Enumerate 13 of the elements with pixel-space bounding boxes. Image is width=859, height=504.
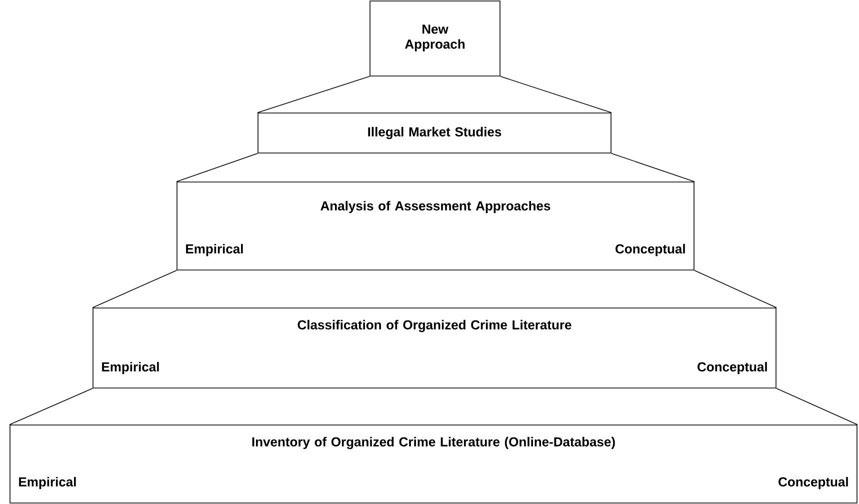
step-box: Analysis of Assessment Approaches Empirical Conceptual [176, 182, 694, 270]
slanted-line [776, 388, 858, 425]
slanted-line [611, 153, 695, 182]
slanted-line [500, 76, 612, 113]
slanted-line [9, 388, 93, 425]
step-box: Illegal Market Studies [258, 112, 612, 154]
slanted-line [694, 270, 777, 308]
slanted-line [92, 270, 177, 308]
step-box: Inventory of Organized Crime Literature (Online-Database) Empirical Conceptual [10, 424, 858, 504]
step-box: Classification of Organized Crime Literature Empirical Conceptual [92, 308, 776, 388]
slanted-line [176, 153, 258, 182]
slanted-line [257, 76, 370, 113]
step-box: New Approach [370, 0, 500, 76]
